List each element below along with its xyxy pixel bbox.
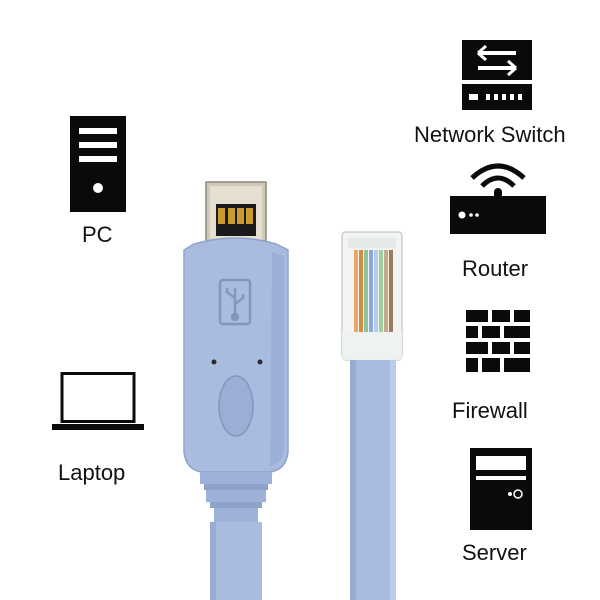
router-label: Router [462, 256, 529, 281]
firewall-icon [466, 310, 530, 372]
pc-icon [70, 116, 126, 212]
server-icon [470, 448, 532, 530]
firewall-label: Firewall [452, 398, 528, 423]
usb-a-connector [205, 181, 267, 245]
usb-console-cable [183, 181, 289, 600]
pc-label: PC [82, 222, 113, 247]
server-label: Server [462, 540, 527, 565]
rj45-console-cable [341, 231, 403, 600]
network-switch-icon [462, 40, 532, 110]
rj45-connector [341, 231, 403, 361]
laptop-label: Laptop [58, 460, 126, 485]
router-icon [450, 163, 546, 234]
usb-trident-icon [218, 278, 252, 326]
network-switch-label: Network Switch [414, 122, 566, 147]
laptop-icon [52, 372, 144, 430]
